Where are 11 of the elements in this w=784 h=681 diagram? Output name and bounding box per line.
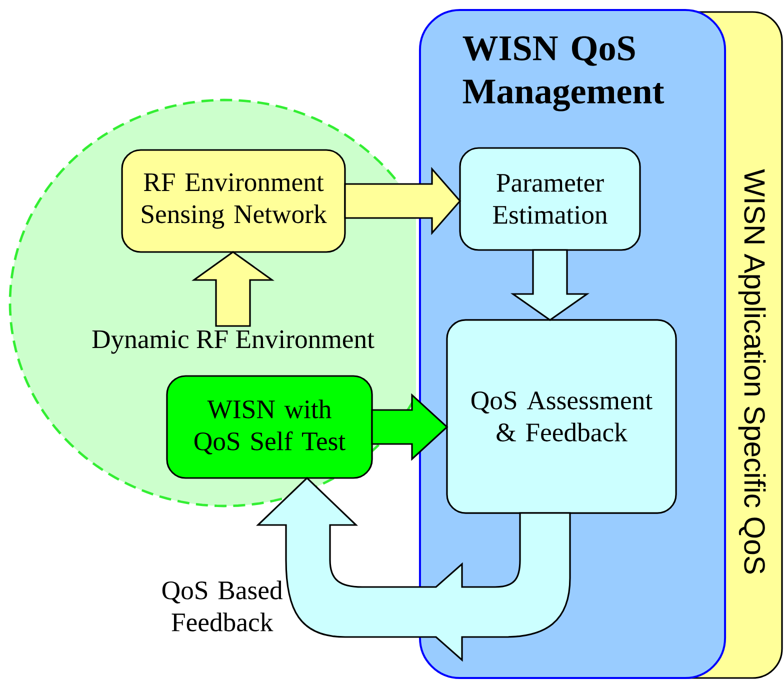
text-label: Dynamic RF Environment xyxy=(92,330,374,354)
block-arrow xyxy=(257,477,571,661)
block-arrow xyxy=(344,166,462,236)
edge-label: QoS Based Feedback xyxy=(162,580,282,632)
block-arrow xyxy=(510,249,590,321)
process-box: Parameter Estimation xyxy=(459,147,641,251)
process-box: WISN with QoS Self Test xyxy=(166,375,373,479)
process-box: RF Environment Sensing Network xyxy=(121,149,346,253)
block-arrow xyxy=(371,393,448,461)
block-arrow xyxy=(192,251,274,327)
process-box: QoS Assessment & Feedback xyxy=(446,319,677,514)
